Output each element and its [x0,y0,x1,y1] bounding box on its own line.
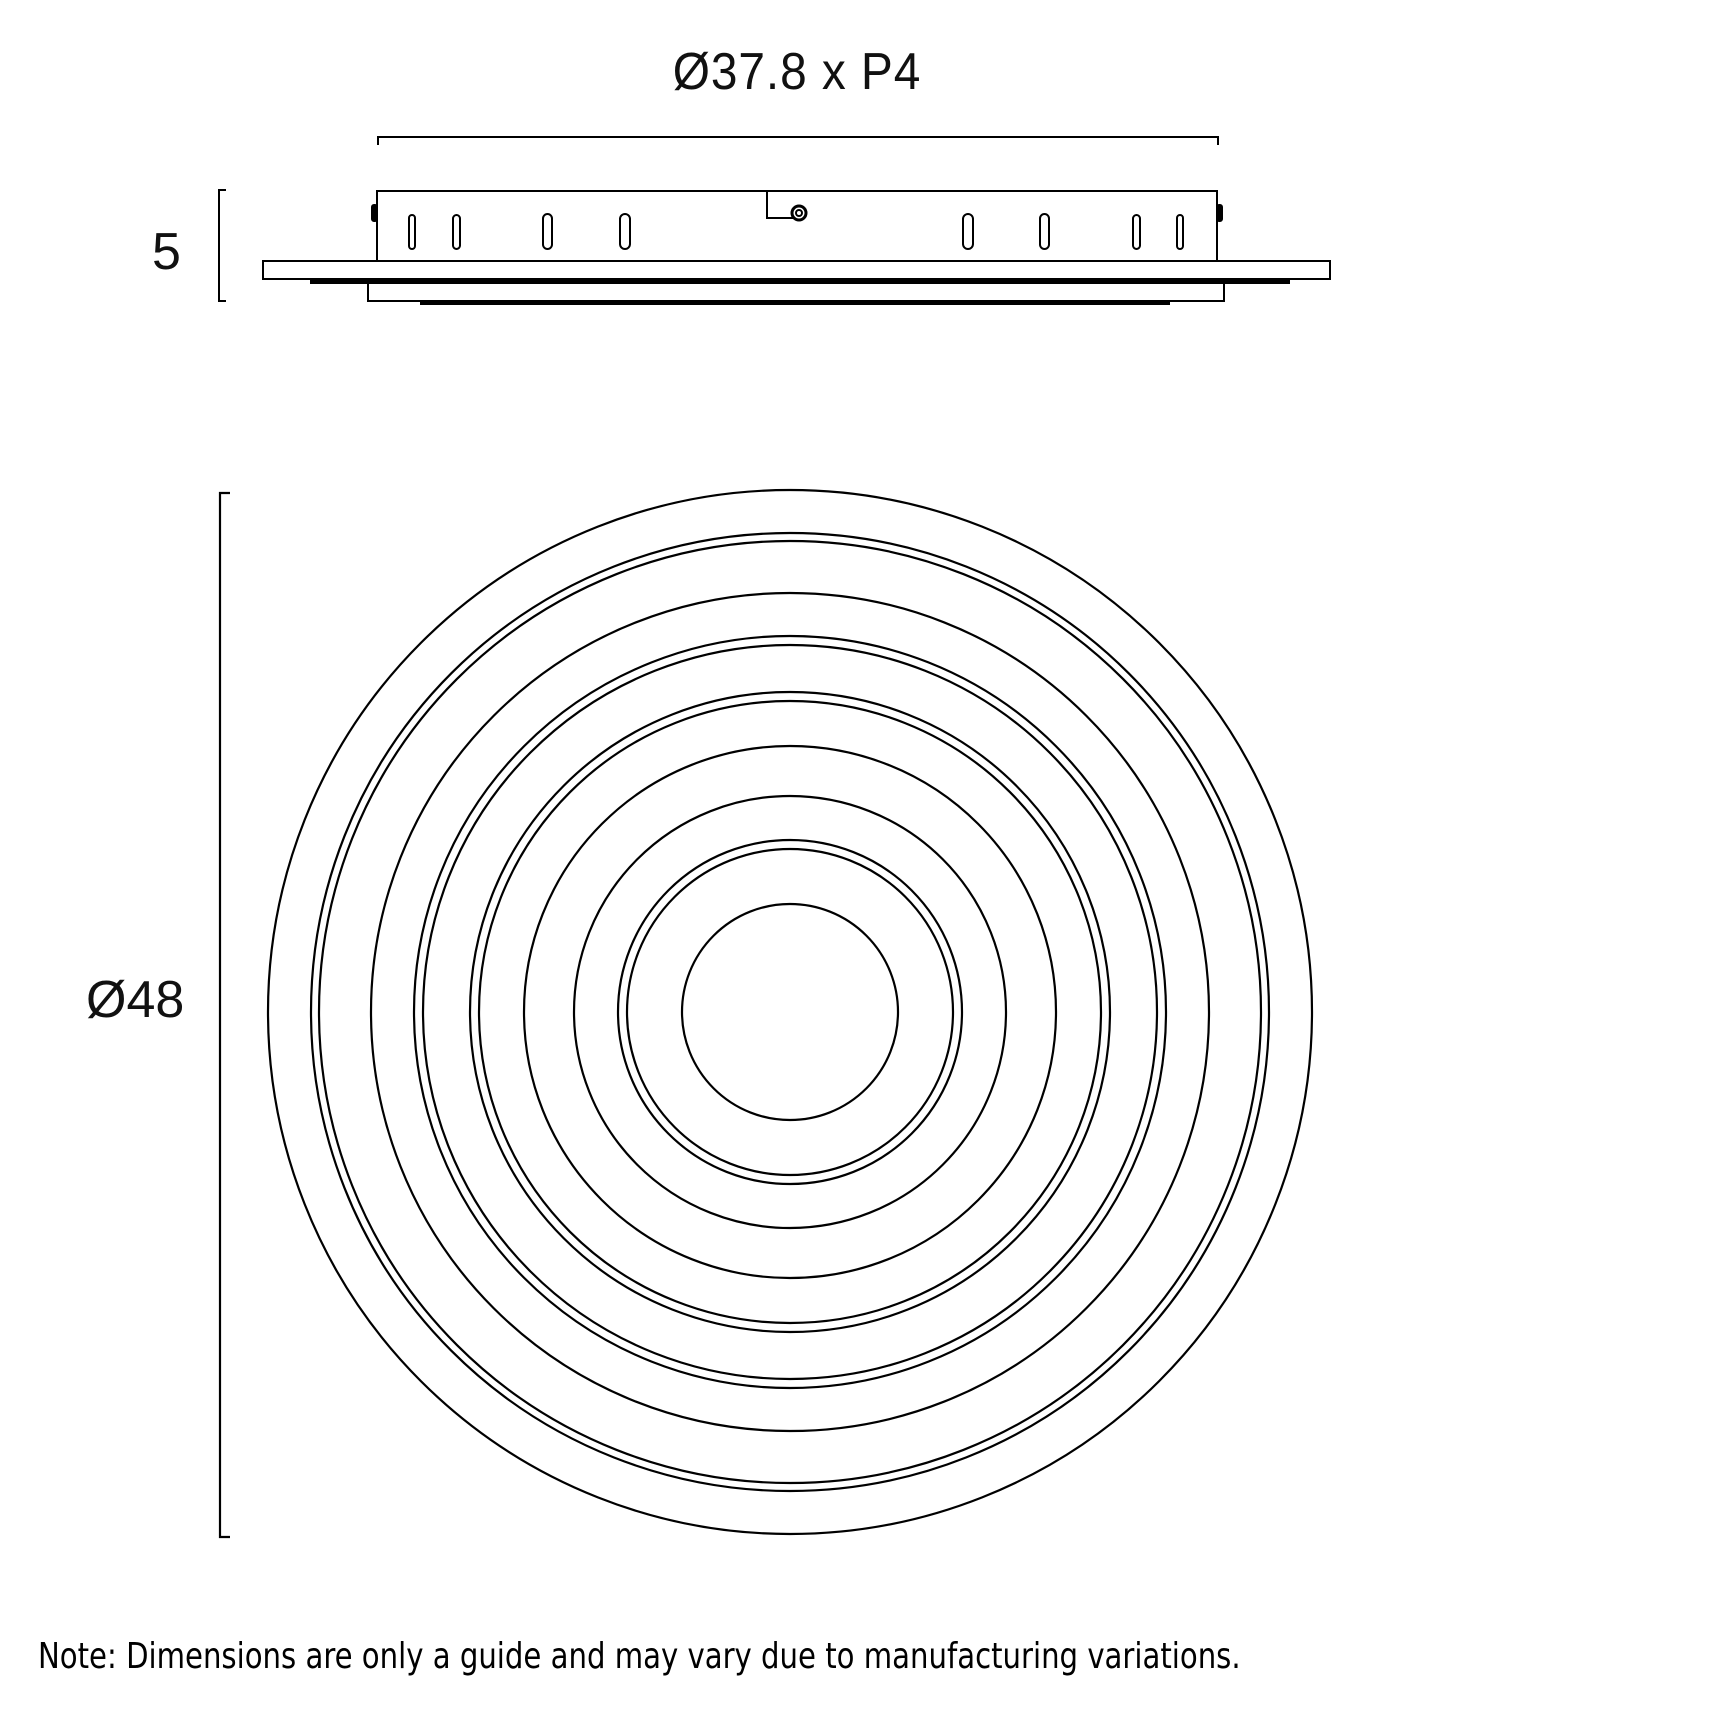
mounting-box [376,190,1218,262]
disclaimer-note: Note: Dimensions are only a guide and ma… [38,1636,1241,1677]
ring [412,634,1168,1390]
ring [369,591,1211,1433]
ring [421,643,1159,1381]
ring-outer [266,488,1314,1536]
vent-slot [1039,213,1050,250]
vent-slot [408,214,416,250]
vent-slot [962,213,974,250]
height-dimension-line [218,189,226,302]
top-view [218,488,1314,1539]
vent-slot [1176,214,1184,250]
connector-center [795,209,803,217]
vent-slot [542,213,553,250]
ring [616,838,964,1186]
ring [309,531,1271,1493]
base-plate [262,260,1331,280]
right-knob [1216,204,1223,222]
width-dimension-label: Ø37.8 x P4 [672,43,922,101]
vent-slot [1132,214,1141,250]
ring [625,847,955,1177]
diameter-dimension-line [218,491,230,1539]
ring-inner [680,902,900,1122]
ring [468,690,1112,1334]
side-view [218,136,1331,305]
diameter-dimension-label: Ø48 [86,971,185,1029]
ring [477,699,1103,1325]
ring [522,744,1058,1280]
ring [572,794,1008,1230]
width-dimension-line [377,136,1219,145]
height-dimension-label: 5 [152,223,181,281]
diffuser [367,281,1225,302]
vent-slot [452,214,461,250]
left-knob [371,204,378,222]
connector-icon [790,204,808,222]
ring [317,539,1263,1485]
vent-slot [619,213,631,250]
cable [766,191,793,219]
